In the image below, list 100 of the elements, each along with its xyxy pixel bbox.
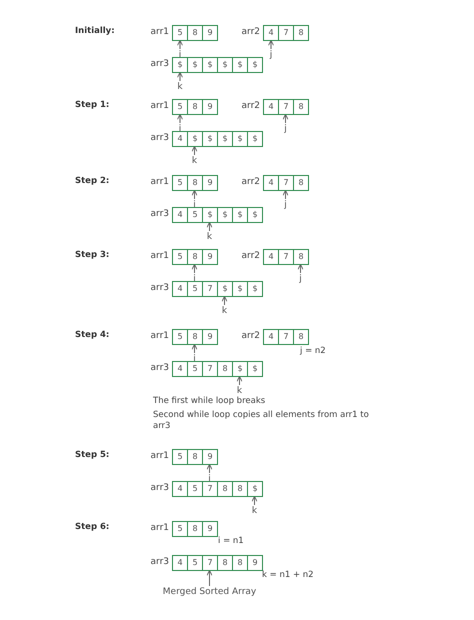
pointer-label: j bbox=[299, 274, 302, 284]
array-box bbox=[172, 131, 263, 147]
array-cell: 4 bbox=[173, 208, 187, 222]
array-name: arr1 bbox=[150, 522, 169, 535]
array-cell: 5 bbox=[173, 176, 187, 190]
array-cell: $ bbox=[217, 132, 232, 146]
array-cell: 7 bbox=[278, 100, 293, 114]
array-cell: $ bbox=[232, 132, 247, 146]
array-cell: 9 bbox=[202, 450, 217, 464]
array-name: arr1 bbox=[150, 176, 169, 189]
array-cell: $ bbox=[202, 132, 217, 146]
array-cell: 8 bbox=[187, 26, 202, 40]
pointer-arrow bbox=[282, 114, 288, 124]
array-box bbox=[263, 175, 309, 191]
array-cell: $ bbox=[202, 208, 217, 222]
array-cell: $ bbox=[247, 58, 262, 72]
array-cell: $ bbox=[232, 362, 247, 376]
array-name: arr1 bbox=[150, 26, 169, 39]
array-box bbox=[263, 249, 309, 265]
array-name: arr3 bbox=[150, 282, 169, 295]
array-name: arr2 bbox=[242, 26, 260, 39]
array-cell: 8 bbox=[217, 556, 232, 570]
pointer-label: k bbox=[252, 506, 258, 516]
array-cell: 7 bbox=[202, 362, 217, 376]
array-name: arr2 bbox=[242, 250, 260, 263]
step-heading: Step 1: bbox=[75, 100, 110, 111]
step-heading: Step 2: bbox=[75, 176, 110, 187]
array-box bbox=[172, 249, 218, 265]
array-box bbox=[172, 25, 218, 41]
array-name: arr3 bbox=[150, 556, 169, 569]
array-box bbox=[172, 207, 263, 223]
note-text: j = n2 bbox=[300, 346, 326, 357]
array-cell: 5 bbox=[173, 100, 187, 114]
pointer-arrow bbox=[206, 464, 212, 474]
pointer-label: j bbox=[284, 200, 287, 210]
pointer-label: i bbox=[193, 354, 196, 364]
pointer-arrow bbox=[282, 190, 288, 200]
array-cell: 5 bbox=[173, 26, 187, 40]
pointer-arrow bbox=[192, 344, 198, 354]
array-box bbox=[172, 99, 218, 115]
array-cell: 4 bbox=[264, 330, 278, 344]
step-heading: Step 3: bbox=[75, 250, 110, 261]
array-cell: 4 bbox=[264, 100, 278, 114]
array-name: arr3 bbox=[150, 482, 169, 495]
array-cell: 5 bbox=[173, 522, 187, 536]
array-box bbox=[263, 329, 309, 345]
array-cell: 8 bbox=[293, 250, 308, 264]
pointer-arrow bbox=[177, 72, 183, 82]
pointer-arrow bbox=[177, 40, 183, 50]
array-box bbox=[172, 449, 218, 465]
array-cell: 5 bbox=[187, 482, 202, 496]
array-cell: 4 bbox=[173, 362, 187, 376]
step-heading: Initially: bbox=[75, 26, 115, 37]
array-cell: 9 bbox=[202, 100, 217, 114]
pointer-label: k bbox=[192, 156, 198, 166]
array-cell: 8 bbox=[293, 176, 308, 190]
pointer-arrow bbox=[192, 146, 198, 156]
array-cell: 9 bbox=[202, 176, 217, 190]
array-cell: $ bbox=[173, 58, 187, 72]
array-name: arr3 bbox=[150, 208, 169, 221]
pointer-arrow bbox=[177, 114, 183, 124]
note-text: k = n1 + n2 bbox=[262, 570, 314, 581]
pointer-arrow bbox=[252, 496, 258, 506]
array-cell: 5 bbox=[187, 362, 202, 376]
step-heading: Step 4: bbox=[75, 330, 110, 341]
array-cell: 5 bbox=[173, 250, 187, 264]
array-name: arr1 bbox=[150, 100, 169, 113]
step-heading: Step 6: bbox=[75, 522, 110, 533]
pointer-label: i bbox=[208, 474, 211, 484]
array-cell: 9 bbox=[247, 556, 262, 570]
array-cell: 8 bbox=[187, 330, 202, 344]
array-box bbox=[172, 481, 263, 497]
array-cell: 4 bbox=[173, 556, 187, 570]
note-text: i = n1 bbox=[218, 536, 244, 547]
array-box bbox=[263, 99, 309, 115]
array-box bbox=[172, 175, 218, 191]
pointer-label: j bbox=[270, 50, 272, 60]
array-cell: 4 bbox=[173, 282, 187, 296]
pointer-label: k bbox=[206, 232, 212, 242]
pointer-label: i bbox=[178, 124, 182, 134]
array-box bbox=[172, 57, 263, 73]
array-cell: $ bbox=[232, 58, 247, 72]
pointer-label: i bbox=[193, 274, 196, 284]
array-name: arr3 bbox=[150, 58, 169, 71]
array-cell: 8 bbox=[187, 522, 202, 536]
pointer-arrow bbox=[192, 264, 198, 274]
array-box bbox=[172, 329, 218, 345]
pointer-arrow bbox=[206, 222, 212, 232]
pointer-arrow bbox=[206, 570, 212, 586]
step-heading: Step 5: bbox=[75, 450, 110, 461]
pointer-arrow bbox=[192, 190, 198, 200]
pointer-arrow bbox=[222, 296, 228, 306]
array-cell: 8 bbox=[187, 450, 202, 464]
array-cell: 7 bbox=[202, 556, 217, 570]
array-cell: 8 bbox=[293, 100, 308, 114]
array-box bbox=[172, 555, 263, 571]
array-cell: $ bbox=[247, 208, 262, 222]
array-cell: $ bbox=[187, 58, 202, 72]
pointer-label: i bbox=[193, 200, 196, 210]
array-cell: 5 bbox=[187, 208, 202, 222]
